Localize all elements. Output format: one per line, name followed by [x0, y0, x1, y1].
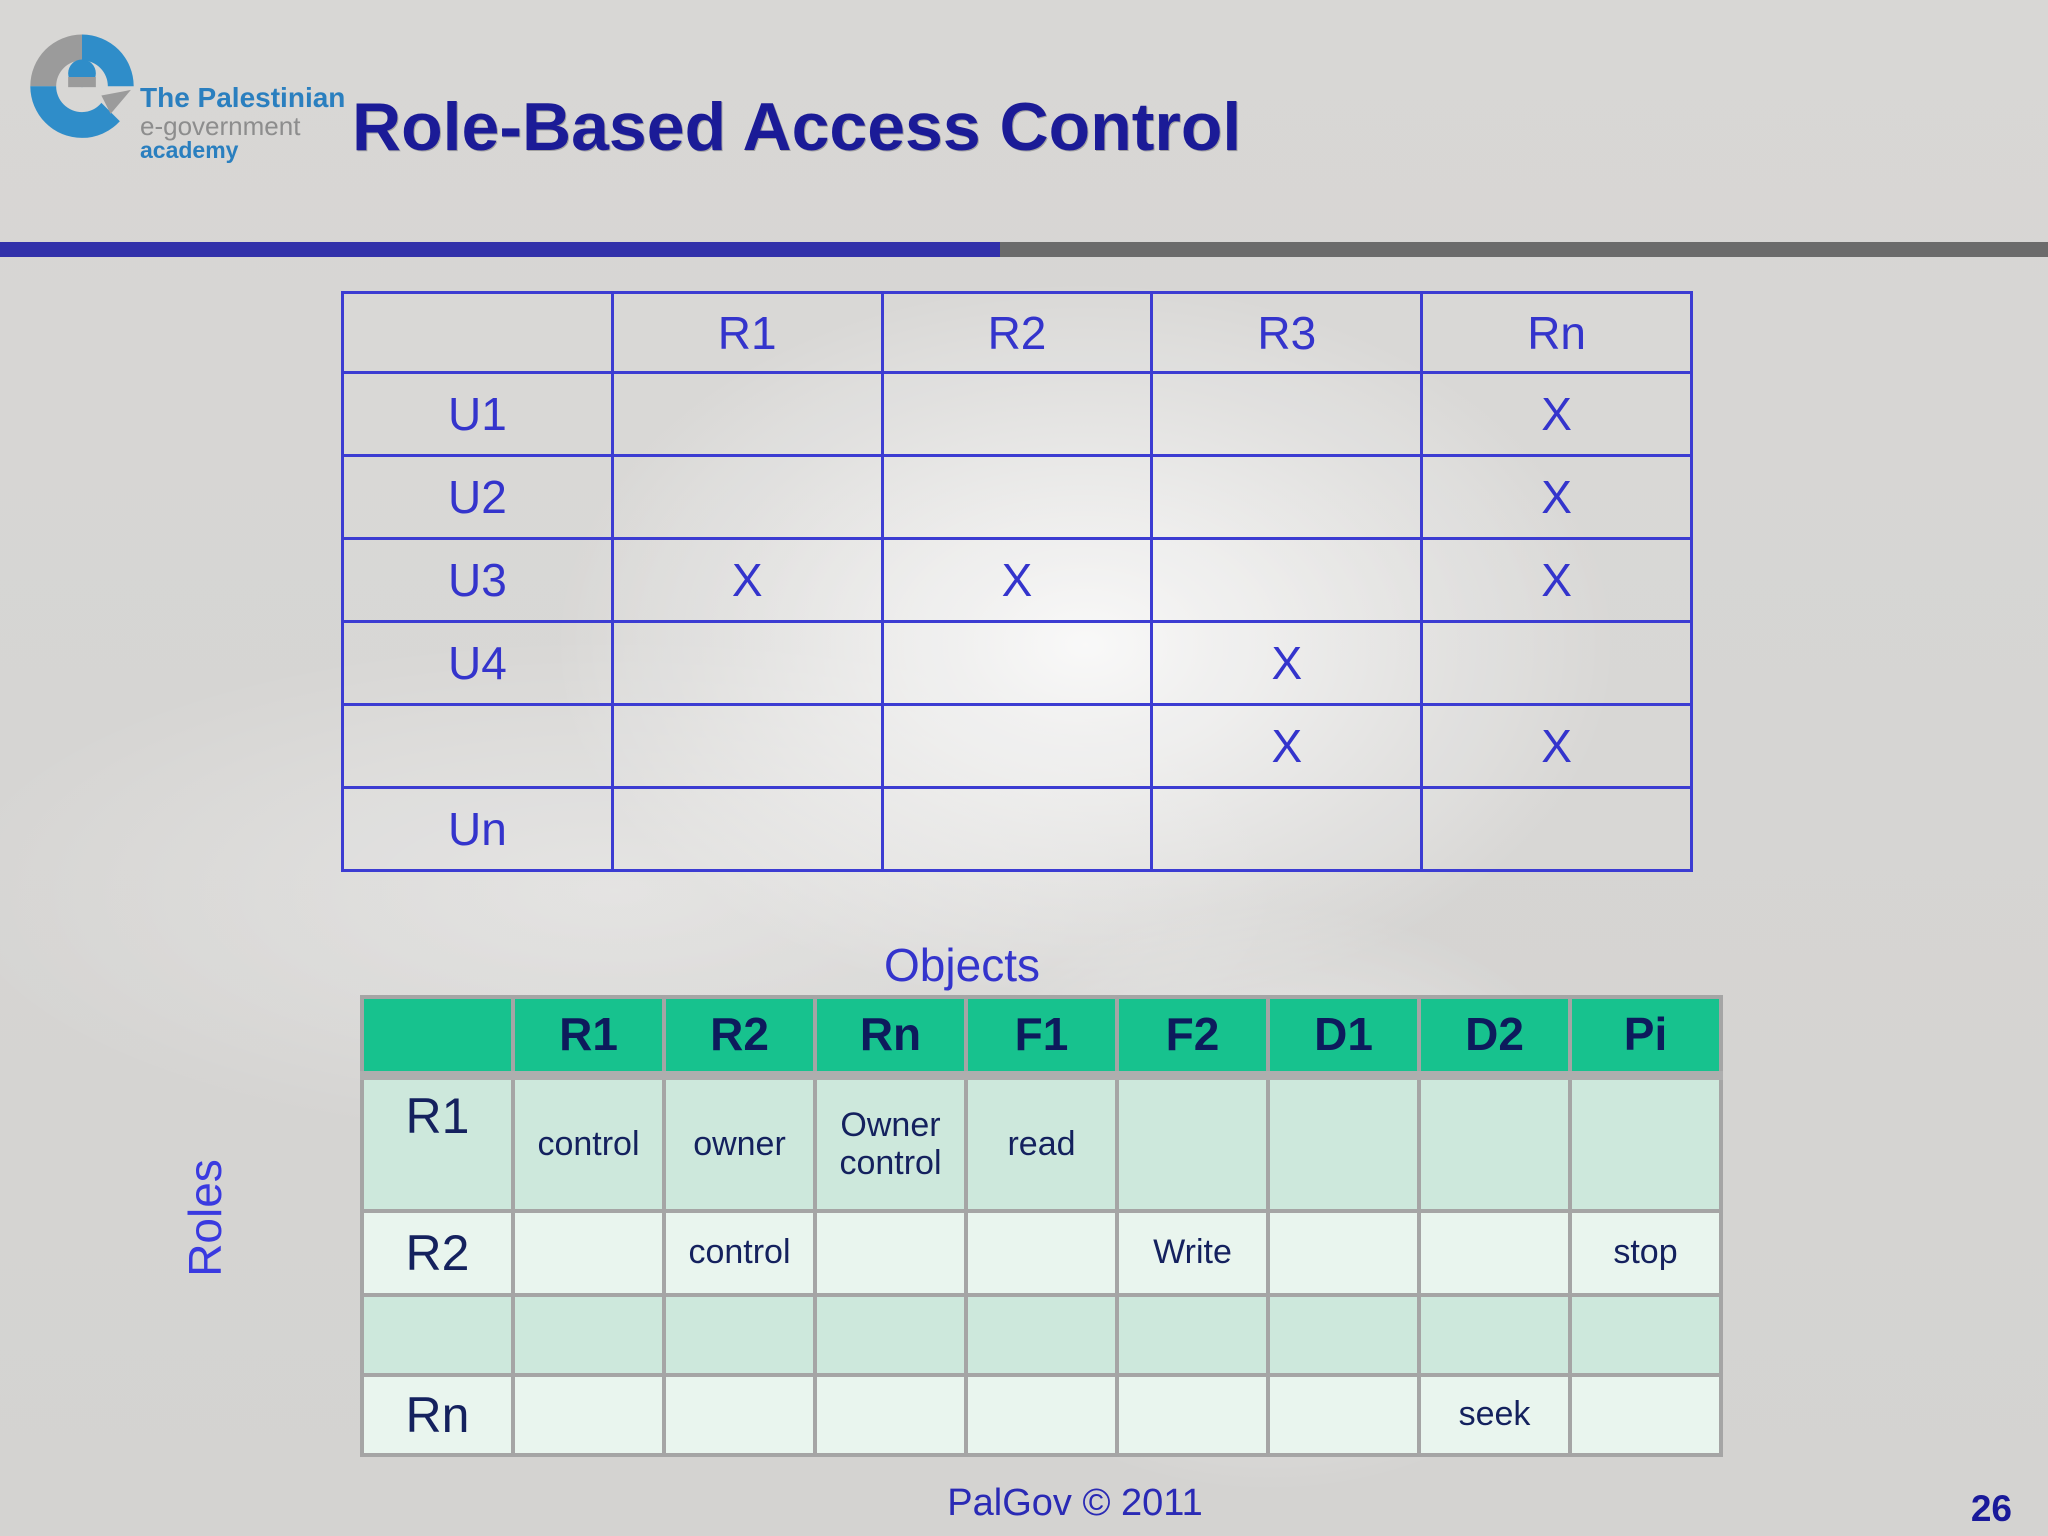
access-table-column-header: Rn [813, 995, 968, 1080]
user-role-table-row-label: Un [341, 786, 614, 872]
user-role-table-cell: X [1420, 371, 1693, 457]
user-role-table-cell [880, 703, 1154, 789]
user-role-table-column-header [341, 291, 614, 374]
access-table-cell: owner [662, 1073, 817, 1213]
access-table-cell [1115, 1073, 1270, 1213]
e-government-logo-icon [30, 34, 134, 138]
access-table-cell [964, 1292, 1119, 1377]
access-table-cell [1266, 1208, 1421, 1297]
access-table-cell: Write [1115, 1208, 1270, 1297]
user-role-table-row-label: U1 [341, 371, 614, 457]
user-role-table-column-header: R1 [610, 291, 884, 374]
access-table-cell [813, 1208, 968, 1297]
user-role-table-cell [1420, 620, 1693, 706]
access-table-cell: stop [1568, 1208, 1723, 1297]
user-role-table-cell [610, 620, 884, 706]
access-table-cell [1115, 1372, 1270, 1457]
academy-logo: The Palestinian e-government academy [22, 14, 352, 174]
user-role-table-cell [610, 703, 884, 789]
access-table-column-header: D1 [1266, 995, 1421, 1080]
user-role-table-cell [880, 371, 1154, 457]
access-table-cell [1417, 1073, 1572, 1213]
access-table-row-label [360, 1292, 515, 1377]
access-table-cell [1266, 1372, 1421, 1457]
user-role-table-cell [1150, 786, 1424, 872]
user-role-table-cell [1150, 537, 1424, 623]
user-role-table-cell: X [880, 537, 1154, 623]
user-role-table-cell [880, 454, 1154, 540]
access-table-cell [1568, 1292, 1723, 1377]
access-table-cell: read [964, 1073, 1119, 1213]
access-table-column-header [360, 995, 515, 1080]
footer-copyright: PalGov © 2011 [947, 1482, 1203, 1524]
user-role-table-column-header: R3 [1150, 291, 1424, 374]
access-table-column-header: R1 [511, 995, 666, 1080]
access-table-cell [1417, 1208, 1572, 1297]
access-table-cell [813, 1292, 968, 1377]
user-role-table-row-label: U4 [341, 620, 614, 706]
logo-line-1: The Palestinian [140, 82, 346, 113]
divider-gray-segment [1000, 242, 2048, 257]
access-table-cell: Owner control [813, 1073, 968, 1213]
access-table-cell [511, 1208, 666, 1297]
access-table-column-header: Pi [1568, 995, 1723, 1080]
access-table-cell [1266, 1073, 1421, 1213]
user-role-table-row-label: U3 [341, 537, 614, 623]
user-role-table-column-header: R2 [880, 291, 1154, 374]
user-role-table-cell [880, 786, 1154, 872]
objects-axis-label: Objects [884, 939, 1040, 991]
user-role-table-cell [1150, 454, 1424, 540]
user-role-table-cell: X [1420, 454, 1693, 540]
access-table-row-label: R1 [360, 1073, 515, 1213]
user-role-table-cell: X [1420, 537, 1693, 623]
user-role-table-cell [610, 371, 884, 457]
user-role-table-row-label: U2 [341, 454, 614, 540]
user-role-table-cell [1420, 786, 1693, 872]
access-table-cell: seek [1417, 1372, 1572, 1457]
page-title: Role-Based Access Control [352, 89, 1242, 165]
access-table-cell [1115, 1292, 1270, 1377]
header-divider [0, 242, 2048, 257]
roles-axis-label: Roles [179, 1159, 231, 1277]
access-table-cell [1266, 1292, 1421, 1377]
user-role-table-cell: X [1420, 703, 1693, 789]
access-table-cell [964, 1372, 1119, 1457]
user-role-table-cell: X [1150, 703, 1424, 789]
access-table-cell [1417, 1292, 1572, 1377]
user-role-table-cell [610, 786, 884, 872]
user-role-table-cell [1150, 371, 1424, 457]
access-table-column-header: D2 [1417, 995, 1572, 1080]
user-role-table-cell [880, 620, 1154, 706]
access-table-cell [1568, 1372, 1723, 1457]
access-table-cell: control [511, 1073, 666, 1213]
access-table-column-header: F2 [1115, 995, 1270, 1080]
user-role-table-column-header: Rn [1420, 291, 1693, 374]
logo-text: The Palestinian e-government academy [140, 82, 346, 164]
access-table-cell [511, 1372, 666, 1457]
access-table-cell: control [662, 1208, 817, 1297]
divider-blue-segment [0, 242, 1000, 257]
access-table-row-label: Rn [360, 1372, 515, 1457]
access-table-cell [813, 1372, 968, 1457]
user-role-table-cell: X [1150, 620, 1424, 706]
access-table-cell [511, 1292, 666, 1377]
user-role-table-cell [610, 454, 884, 540]
logo-line-2: e-government [140, 110, 301, 141]
access-table-cell [1568, 1073, 1723, 1213]
access-table-cell [964, 1208, 1119, 1297]
page-number: 26 [1970, 1488, 2012, 1529]
logo-line-3: academy [140, 137, 239, 164]
access-table-row-label: R2 [360, 1208, 515, 1297]
access-table-cell [662, 1372, 817, 1457]
user-role-table-row-label [341, 703, 614, 789]
access-table-column-header: F1 [964, 995, 1119, 1080]
user-role-table-cell: X [610, 537, 884, 623]
access-table-cell [662, 1292, 817, 1377]
access-table-column-header: R2 [662, 995, 817, 1080]
